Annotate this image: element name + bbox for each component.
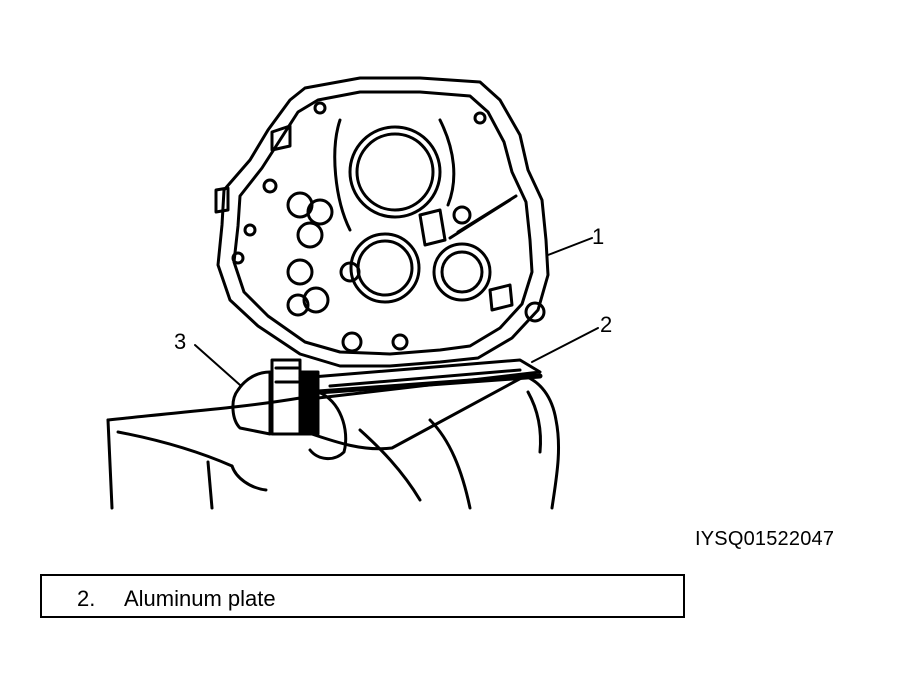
legend-box: 2. Aluminum plate [40,574,685,618]
transmission-case-illustration [106,76,599,510]
legend-item-label: Aluminum plate [124,586,276,611]
aluminum-plate [298,358,543,400]
leader-lines [194,237,599,386]
transmission-case [214,76,550,368]
figure-id: IYSQ01522047 [695,528,835,550]
callout-3: 3 [174,329,187,354]
callout-1: 1 [592,224,605,249]
callout-2: 2 [600,312,613,337]
vise-jaws [231,358,348,460]
legend-item-number: 2. [77,586,96,611]
vise-body [106,374,561,510]
